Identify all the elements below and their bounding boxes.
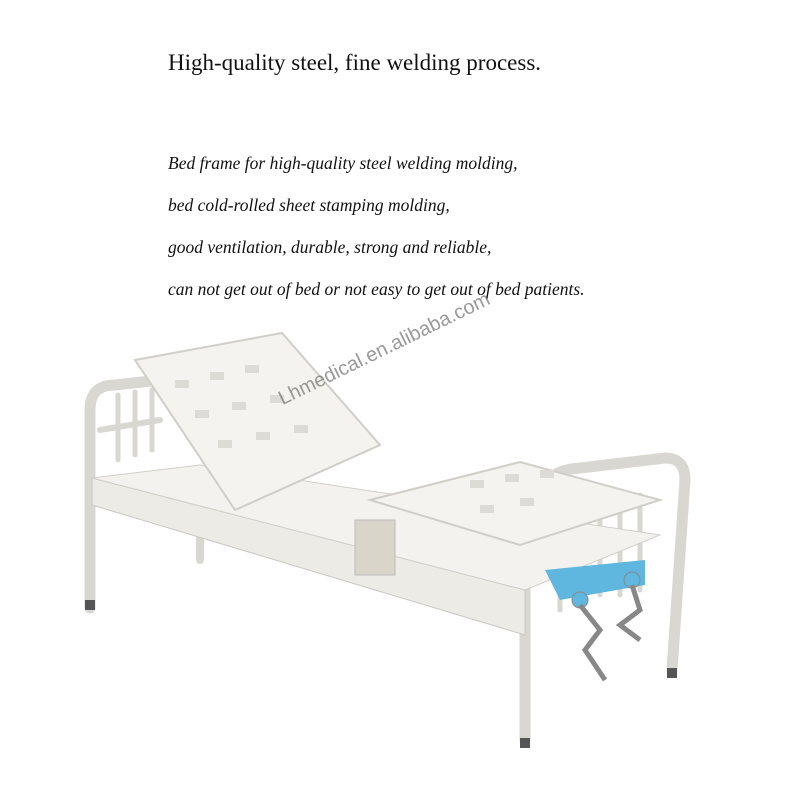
description-line: Bed frame for high-quality steel welding…: [168, 153, 518, 173]
page-heading: High-quality steel, fine welding process…: [168, 50, 542, 75]
hospital-bed-image: [84, 331, 691, 748]
description-line: good ventilation, durable, strong and re…: [168, 237, 492, 257]
description-line: can not get out of bed or not easy to ge…: [168, 279, 585, 299]
description-line: bed cold-rolled sheet stamping molding,: [168, 195, 450, 215]
